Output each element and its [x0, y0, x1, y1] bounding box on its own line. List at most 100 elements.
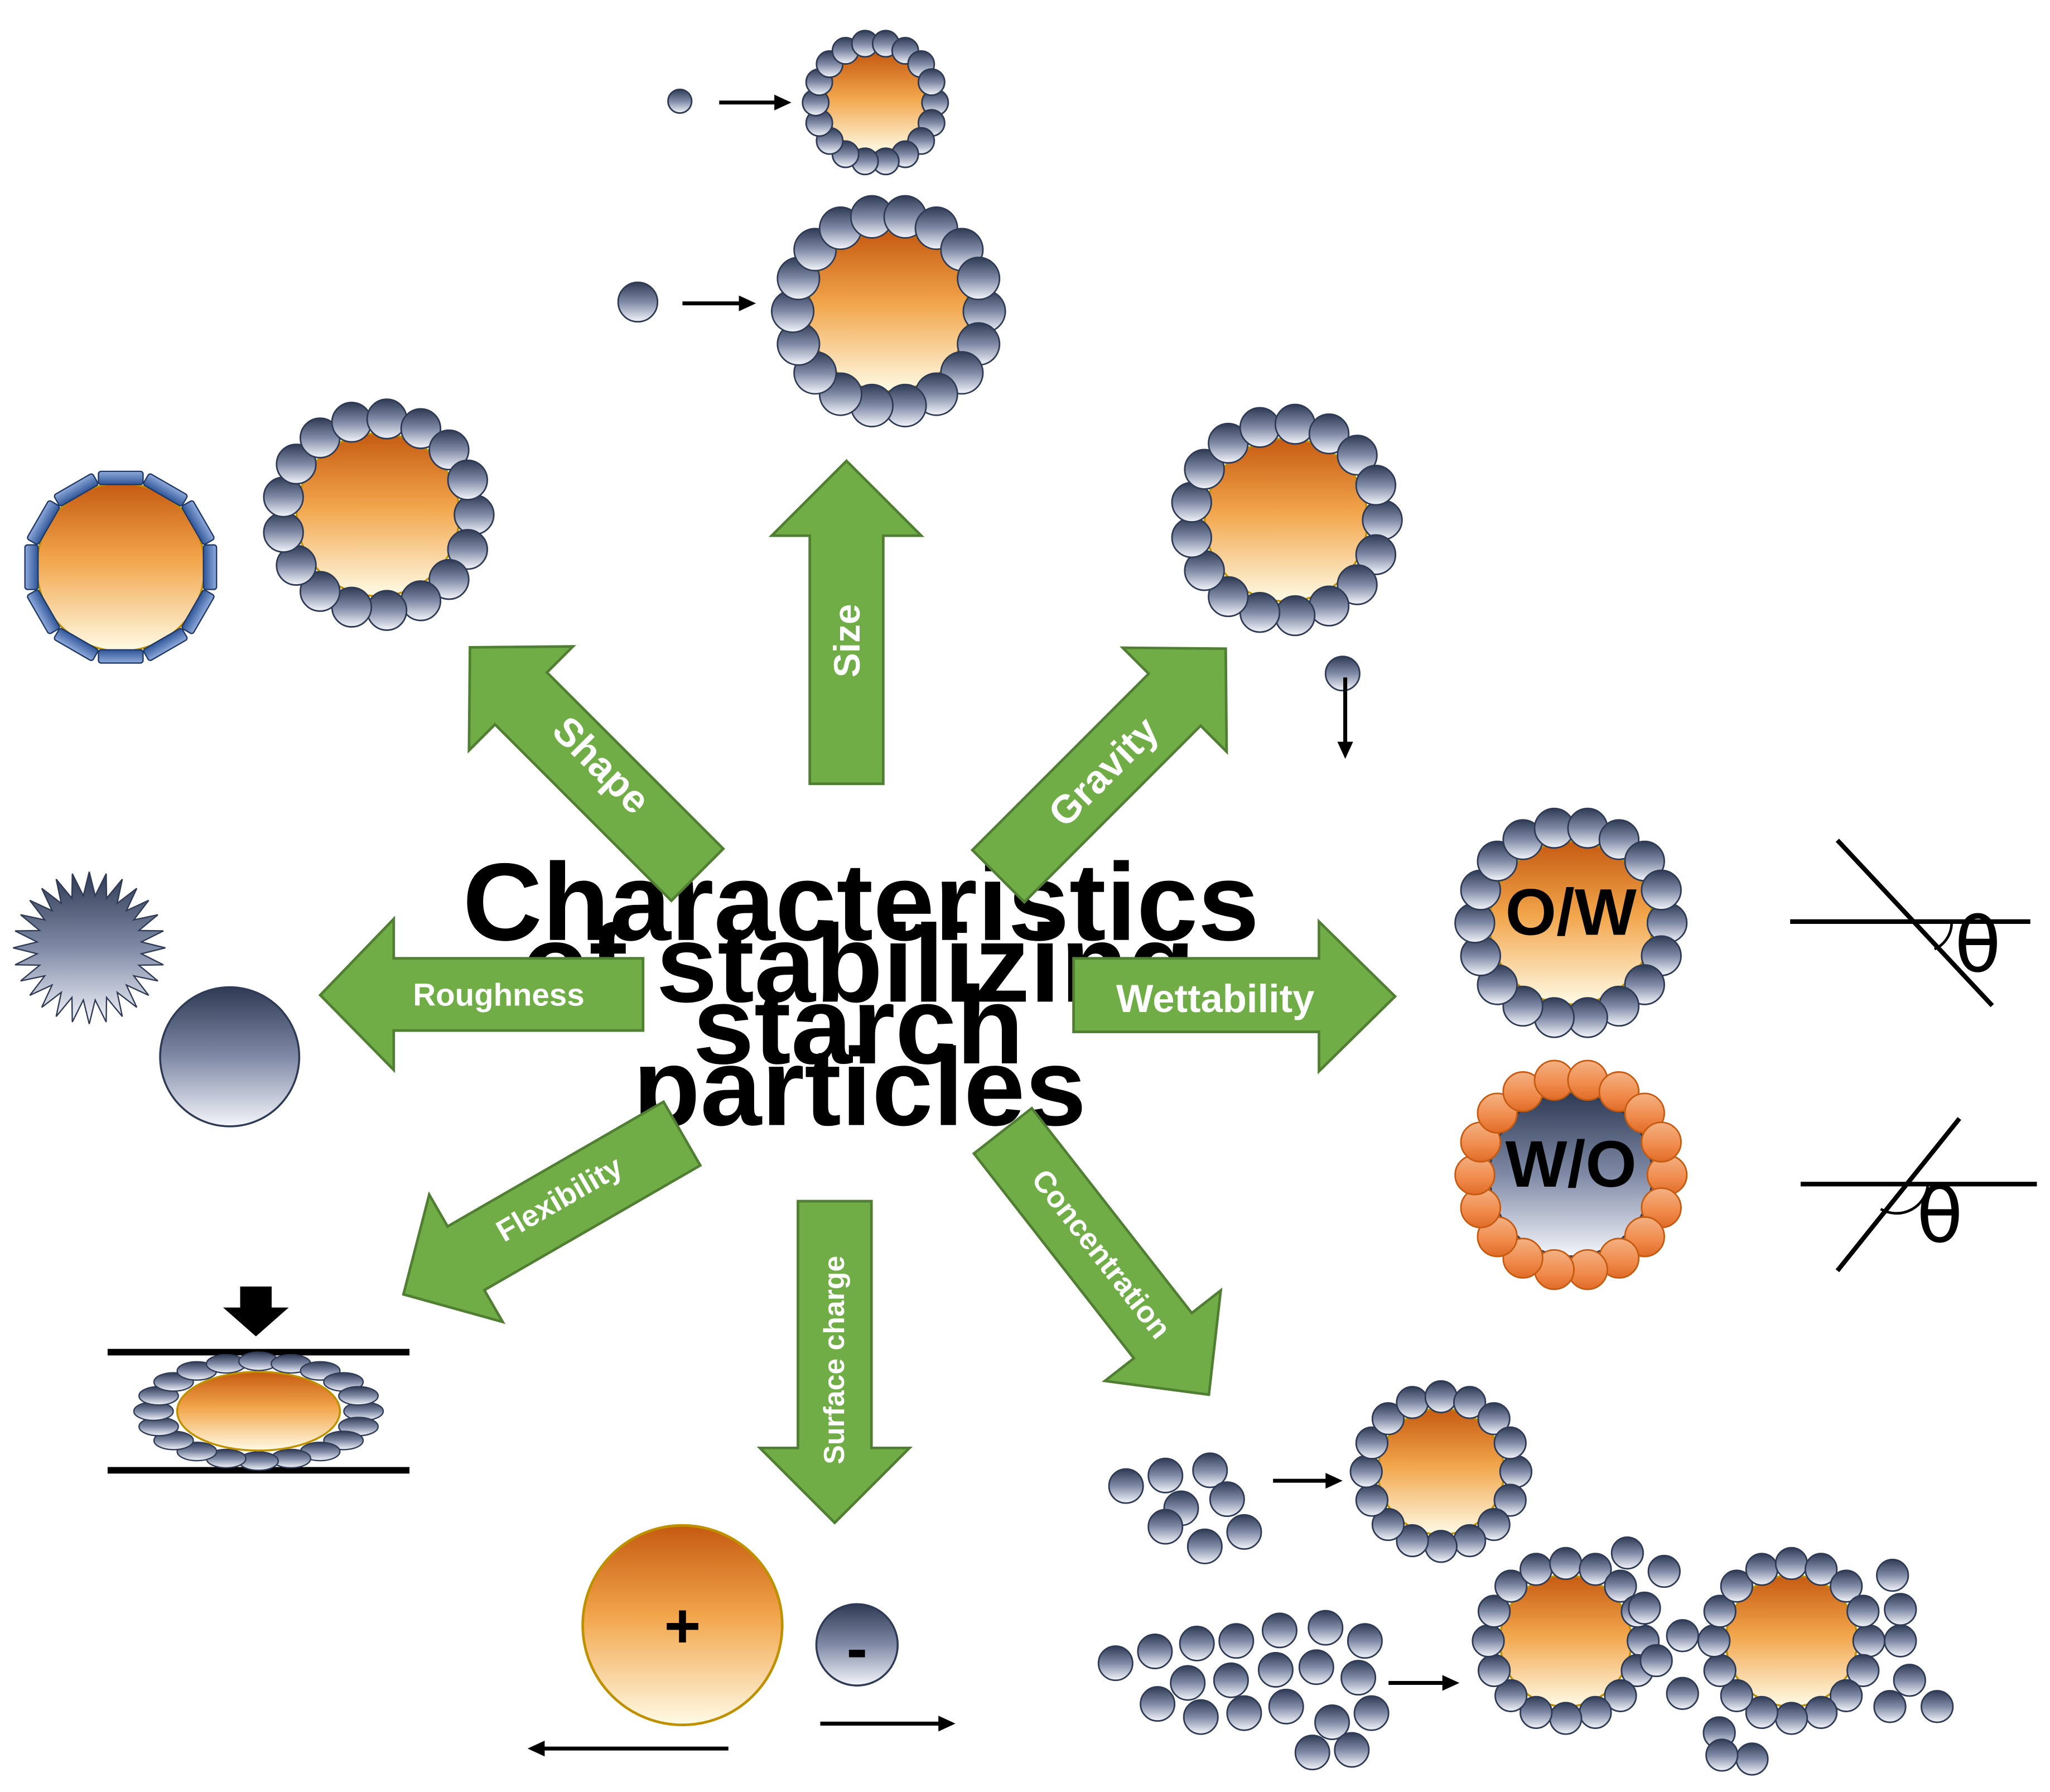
- starch-particle: [428, 558, 470, 600]
- starch-particle: [1239, 407, 1281, 448]
- starch-particle: [1641, 869, 1682, 911]
- starch-particle: [1208, 576, 1249, 618]
- surface-charge-label: Surface charge: [818, 1256, 850, 1465]
- free-particle: [1097, 1645, 1133, 1682]
- ow-contact-line: [1835, 839, 1994, 1008]
- starch-particle: [400, 408, 442, 449]
- hydrophobic-particle: [1641, 1121, 1682, 1163]
- smooth-particle: [159, 986, 301, 1128]
- free-particle: [1140, 1686, 1176, 1722]
- rough-particle: [13, 871, 166, 1024]
- starch-particle: [1349, 1455, 1383, 1488]
- small-free-particle: [667, 88, 693, 114]
- starch-particle: [1362, 499, 1403, 541]
- starch-particle: [1579, 1553, 1612, 1586]
- starch-particle: [1274, 403, 1316, 445]
- wo-label: W/O: [1506, 1128, 1637, 1201]
- starch-particle: [1355, 464, 1397, 506]
- free-particle: [1137, 1634, 1173, 1670]
- positive-droplet: [581, 1524, 784, 1727]
- free-particle: [1353, 1695, 1390, 1731]
- starch-particle: [1579, 1695, 1612, 1730]
- flattened-droplet-particles: [133, 1351, 384, 1471]
- droplet-layer: [295, 51, 1858, 1708]
- wo-angle-arc: [1880, 1184, 1930, 1215]
- starch-particle: [1520, 1553, 1553, 1586]
- flexibility-arrow: [402, 1100, 702, 1324]
- free-particle: [1108, 1468, 1144, 1504]
- press-down-arrow: [223, 1286, 289, 1337]
- starch-particle: [447, 529, 488, 570]
- plate-coated-droplet: [24, 470, 218, 664]
- starch-particle: [454, 494, 495, 536]
- starch-particle: [400, 580, 442, 622]
- starch-particle: [1774, 1702, 1808, 1735]
- plate-particle: [24, 544, 39, 590]
- free-particle: [1179, 1625, 1215, 1661]
- size-arrow: [768, 459, 925, 786]
- free-particle: [1209, 1481, 1245, 1518]
- starch-particle: [1720, 1569, 1753, 1603]
- starch-particle: [1424, 1530, 1458, 1563]
- title-line-1: Characteristics: [462, 840, 1259, 964]
- starch-particle: [1477, 1507, 1511, 1541]
- starch-particle: [1424, 1380, 1458, 1414]
- concentration-arrow: [972, 1106, 1223, 1396]
- positive-direction-arrow: [527, 1740, 729, 1757]
- size-label: Size: [826, 604, 867, 677]
- free-particle: [1268, 1688, 1304, 1724]
- starch-particle: [263, 512, 304, 553]
- free-particle: [1186, 1528, 1223, 1564]
- negative-particle: [815, 1603, 899, 1687]
- starch-particle: [276, 444, 317, 485]
- starch-particle: [1697, 1624, 1731, 1658]
- starch-particle: [1604, 1569, 1637, 1603]
- free-particle: [1147, 1457, 1184, 1494]
- starch-particle: [1499, 1455, 1533, 1488]
- starch-particle: [1493, 1483, 1527, 1517]
- excess-particle: [1639, 1644, 1673, 1678]
- starch-particle: [1337, 435, 1378, 476]
- wettability-label: Wettability: [1116, 976, 1315, 1020]
- starch-particle: [1371, 1402, 1405, 1435]
- starch-particle: [1493, 1426, 1527, 1460]
- excess-particle: [1921, 1690, 1954, 1723]
- starch-particle: [1274, 595, 1316, 637]
- free-particle: [1314, 1704, 1350, 1741]
- size-small-arrow-bottom: [682, 295, 756, 311]
- roughness-arrow: [318, 916, 645, 1073]
- starch-particle: [1477, 1595, 1511, 1628]
- free-particle: [1340, 1660, 1377, 1696]
- starch-particle: [1852, 1624, 1885, 1658]
- starch-particle: [917, 68, 946, 97]
- particle-layer: [263, 30, 1954, 1776]
- wettability-arrow: [1072, 918, 1397, 1075]
- gravity-down-arrow: [1337, 677, 1353, 759]
- concentration-small-arrow-2: [1388, 1675, 1460, 1691]
- excess-particle: [1647, 1554, 1681, 1588]
- starch-particle: [366, 590, 408, 631]
- starch-particle: [1453, 1386, 1487, 1419]
- starch-particle: [1830, 1569, 1863, 1603]
- free-particle: [1226, 1695, 1262, 1731]
- starch-particle: [1472, 1624, 1505, 1658]
- starch-particle: [447, 459, 488, 500]
- starch-particle: [428, 429, 470, 471]
- flattened-droplet: [176, 1371, 341, 1452]
- negative-direction-arrow: [820, 1716, 956, 1732]
- free-particle: [1347, 1623, 1383, 1659]
- free-particle: [1294, 1735, 1330, 1771]
- wo-theta: θ: [1917, 1172, 1963, 1260]
- concentration-small-arrow-1: [1273, 1473, 1343, 1489]
- positive-sign: +: [664, 1591, 701, 1661]
- starch-particle: [1830, 1679, 1863, 1712]
- starch-particle: [1396, 1524, 1429, 1558]
- free-particle: [1261, 1612, 1297, 1649]
- free-particle: [1192, 1452, 1228, 1488]
- excess-particle: [1610, 1536, 1644, 1570]
- free-particle: [1218, 1623, 1255, 1659]
- plate-particle: [181, 589, 215, 634]
- excess-particle: [1873, 1690, 1907, 1723]
- free-particle: [1257, 1651, 1294, 1688]
